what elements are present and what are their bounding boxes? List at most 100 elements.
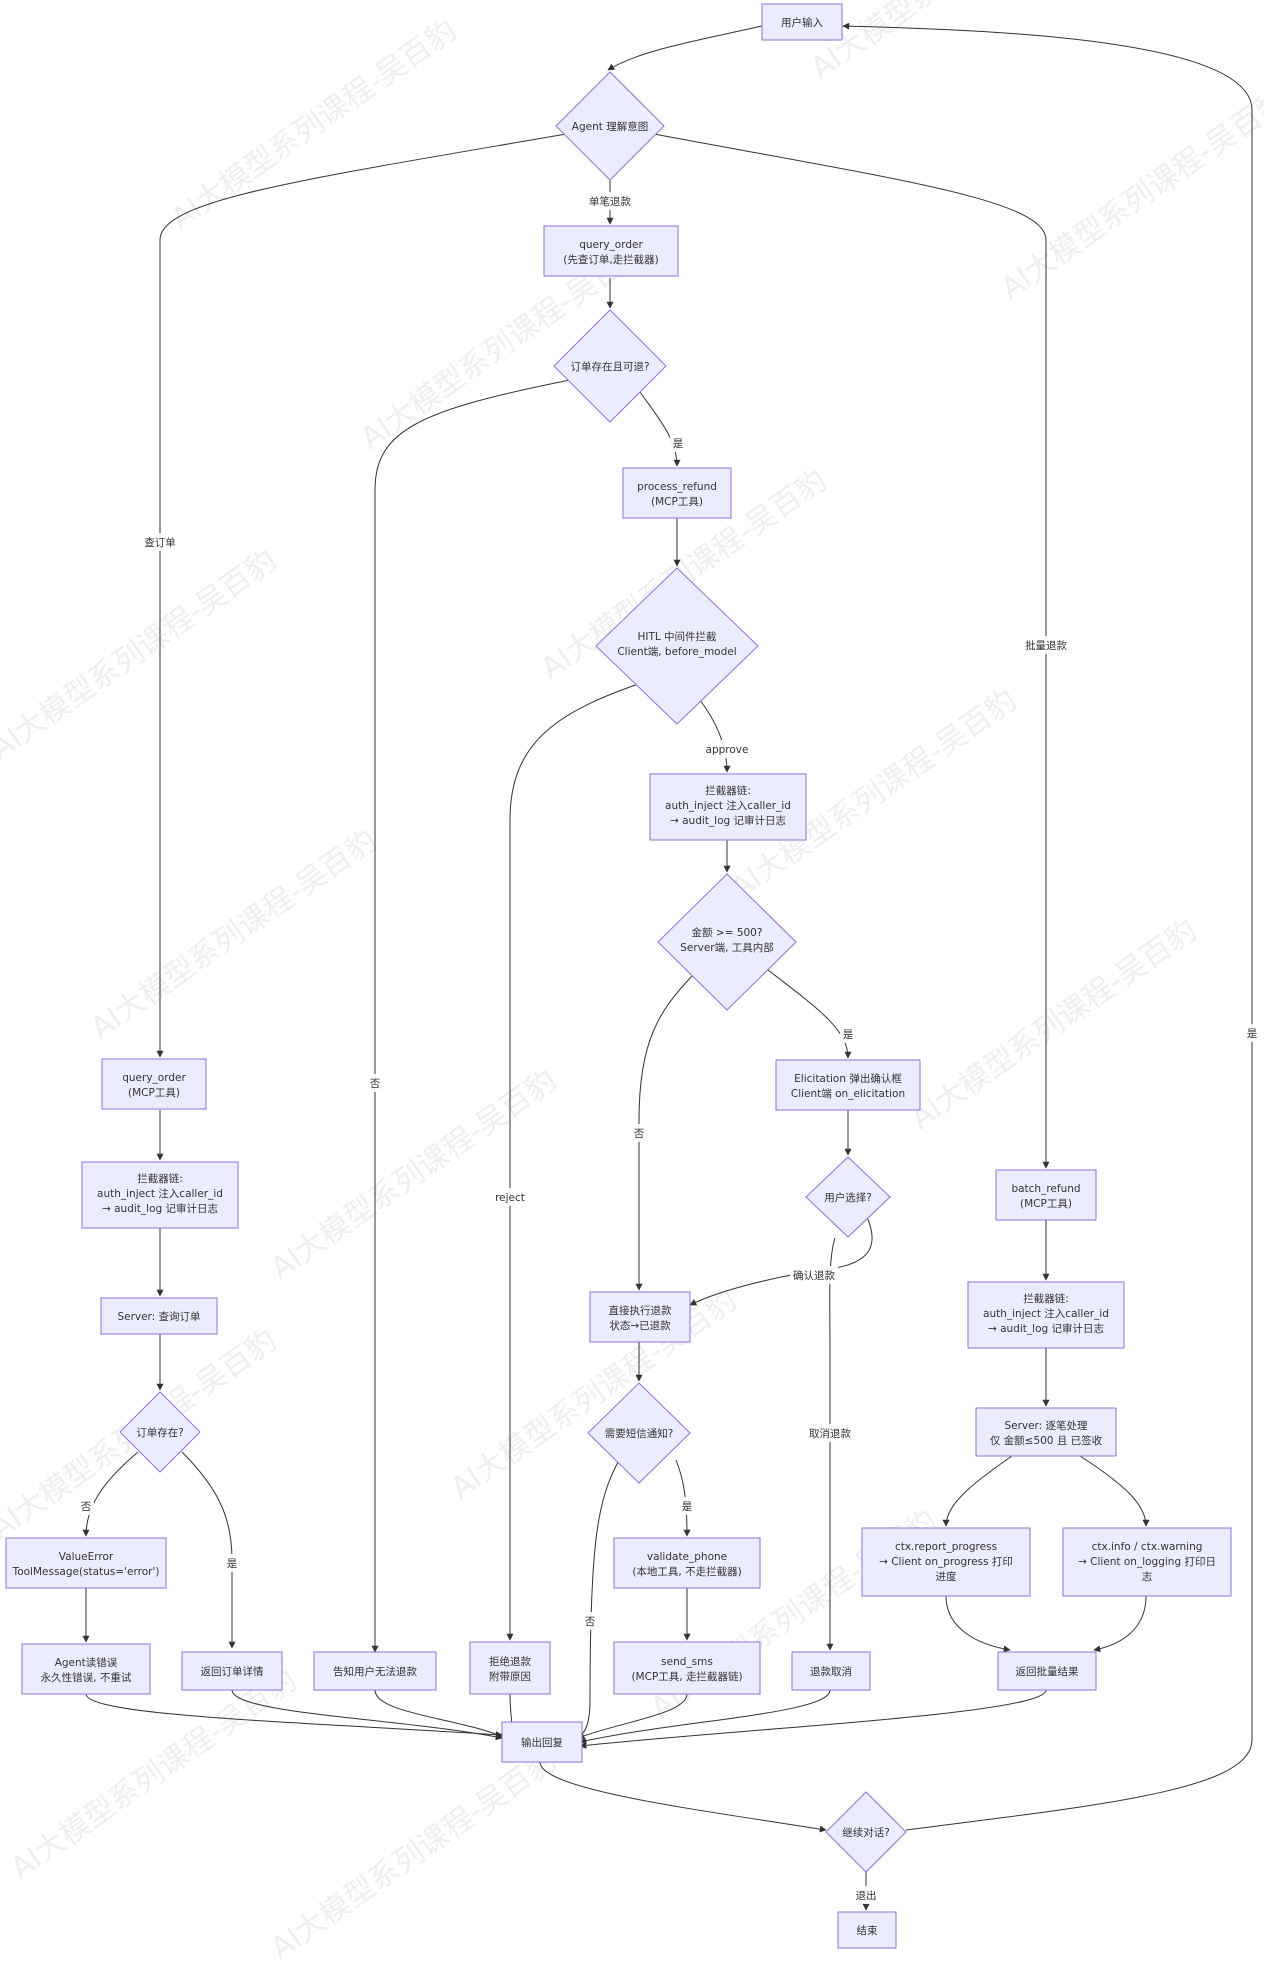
text-return-order-detail: 返回订单详情 — [201, 1665, 264, 1678]
node-order-refundable[interactable] — [553, 309, 667, 423]
node-amount-check[interactable] — [657, 873, 797, 1011]
watermark-10: AI大模型系列课程-吴百豹 — [265, 1063, 564, 1287]
label-approve: approve — [706, 744, 749, 756]
node-continue-chat[interactable] — [825, 1791, 907, 1873]
node-layer — [5, 3, 1232, 1949]
edge-continue-yes — [842, 22, 1253, 1831]
edge-exists-yes — [181, 1451, 236, 1649]
node-user-input[interactable] — [761, 3, 843, 41]
edge-agent-to-batch — [653, 133, 1050, 1169]
text-send-sms: send_sms(MCP工具, 走拦截器链) — [631, 1656, 742, 1683]
node-query-order-top[interactable] — [543, 225, 679, 277]
edge-agent-to-query-left — [156, 133, 567, 1058]
node-tell-user[interactable] — [313, 1651, 437, 1691]
node-direct-refund[interactable] — [589, 1291, 691, 1343]
node-send-sms[interactable] — [613, 1641, 761, 1695]
edge-exists-no — [82, 1451, 139, 1537]
text-query-order-left: query_order(MCP工具) — [122, 1072, 186, 1099]
text-server-query: Server: 查询订单 — [117, 1310, 200, 1323]
text-amount-check: 金额 >= 500?Server端, 工具内部 — [680, 926, 774, 954]
edge-cancelled-to-output — [579, 1689, 831, 1745]
edge-agent-read-to-output — [85, 1693, 503, 1739]
node-return-order-detail[interactable] — [181, 1651, 283, 1691]
edge-amount-no — [635, 975, 693, 1291]
edge-sms-yes — [675, 1459, 691, 1537]
node-text-layer: 用户输入 Agent 理解意图 query_order(先查订单,走拦截器) 订… — [12, 16, 1216, 1937]
node-elicitation[interactable] — [775, 1059, 921, 1111]
text-agent-intent: Agent 理解意图 — [572, 120, 648, 133]
label-amount-yes: 是 — [843, 1029, 854, 1041]
node-validate-phone[interactable] — [613, 1537, 761, 1589]
node-reject-refund[interactable] — [469, 1641, 551, 1695]
node-server-batch[interactable] — [975, 1407, 1117, 1457]
node-value-error[interactable] — [5, 1537, 167, 1589]
edge-refundable-yes — [639, 391, 681, 467]
node-process-refund[interactable] — [622, 467, 732, 519]
edge-send-sms-to-output — [577, 1693, 688, 1740]
node-batch-refund[interactable] — [995, 1169, 1097, 1221]
watermark-9: AI大模型系列课程-吴百豹 — [905, 913, 1204, 1137]
text-interceptor-query: 拦截器链:auth_inject 注入caller_id→ audit_log … — [97, 1172, 223, 1215]
node-output-reply[interactable] — [501, 1721, 583, 1763]
label-amount-no: 否 — [634, 1128, 645, 1140]
node-need-sms[interactable] — [587, 1382, 691, 1484]
text-user-choice: 用户选择? — [824, 1191, 872, 1204]
edge-hitl-approve — [699, 699, 731, 773]
edge-label-layer: 单笔退款 查订单 批量退款 是 否 approve reject 是 否 确认退… — [78, 192, 1260, 1904]
text-validate-phone: validate_phone(本地工具, 不走拦截器) — [632, 1551, 741, 1578]
node-order-exists[interactable] — [119, 1391, 201, 1473]
text-end: 结束 — [857, 1924, 878, 1937]
edge-batch-result-to-output — [579, 1689, 1047, 1749]
text-need-sms: 需要短信通知? — [605, 1427, 674, 1440]
node-hitl[interactable] — [595, 567, 759, 725]
node-agent-read-error[interactable] — [21, 1643, 151, 1695]
node-ctx-progress[interactable] — [861, 1527, 1031, 1597]
node-user-choice[interactable] — [805, 1156, 891, 1238]
label-cancel-refund: 取消退款 — [809, 1427, 851, 1440]
edge-server-batch-to-info — [1079, 1455, 1150, 1527]
edge-order-detail-to-output — [231, 1689, 503, 1741]
node-return-batch[interactable] — [997, 1651, 1097, 1691]
node-query-order-left[interactable] — [101, 1058, 207, 1110]
label-reject: reject — [495, 1192, 525, 1204]
text-agent-read-error: Agent读错误永久性错误, 不重试 — [41, 1656, 132, 1684]
edge-info-to-return — [1093, 1595, 1147, 1653]
watermark-1: AI大模型系列课程-吴百豹 — [165, 13, 464, 237]
text-server-batch: Server: 逐笔处理仅 金额≤500 且 已签收 — [990, 1419, 1103, 1447]
edge-layer — [82, 22, 1253, 1911]
node-agent-intent[interactable] — [555, 71, 665, 181]
node-refund-cancelled[interactable] — [791, 1651, 871, 1691]
node-interceptor-batch[interactable] — [967, 1281, 1125, 1349]
label-exists-yes: 是 — [227, 1558, 238, 1570]
edge-amount-yes — [767, 969, 852, 1059]
watermark-6: AI大模型系列课程-吴百豹 — [0, 543, 283, 767]
label-sms-yes: 是 — [682, 1501, 693, 1513]
label-check-order: 查订单 — [144, 536, 176, 549]
text-output-reply: 输出回复 — [521, 1736, 563, 1749]
node-interceptor-query[interactable] — [81, 1161, 239, 1229]
text-process-refund: process_refund(MCP工具) — [637, 481, 717, 508]
text-reject-refund: 拒绝退款附带原因 — [489, 1655, 531, 1683]
label-sms-no: 否 — [585, 1616, 596, 1628]
edge-server-batch-to-progress — [942, 1455, 1013, 1527]
text-user-input: 用户输入 — [781, 16, 823, 29]
text-interceptor-refund: 拦截器链:auth_inject 注入caller_id→ audit_log … — [665, 784, 791, 827]
edge-sms-no — [574, 1461, 619, 1740]
edge-progress-to-return — [945, 1595, 1011, 1653]
edge-hitl-reject — [506, 679, 651, 1641]
label-batch-refund: 批量退款 — [1025, 639, 1067, 652]
label-exists-no: 否 — [81, 1501, 92, 1513]
node-ctx-info[interactable] — [1062, 1527, 1232, 1597]
text-order-exists: 订单存在? — [136, 1426, 184, 1439]
label-refundable-no: 否 — [370, 1078, 381, 1090]
text-tell-user: 告知用户无法退款 — [333, 1665, 417, 1678]
node-end[interactable] — [837, 1911, 897, 1949]
node-interceptor-refund[interactable] — [649, 773, 807, 841]
text-ctx-progress: ctx.report_progress→ Client on_progress … — [879, 1541, 1013, 1583]
watermark-4: AI大模型系列课程-吴百豹 — [995, 83, 1264, 307]
node-server-query[interactable] — [100, 1297, 218, 1335]
text-order-refundable: 订单存在且可退? — [570, 360, 649, 373]
label-refundable-yes: 是 — [673, 438, 684, 450]
